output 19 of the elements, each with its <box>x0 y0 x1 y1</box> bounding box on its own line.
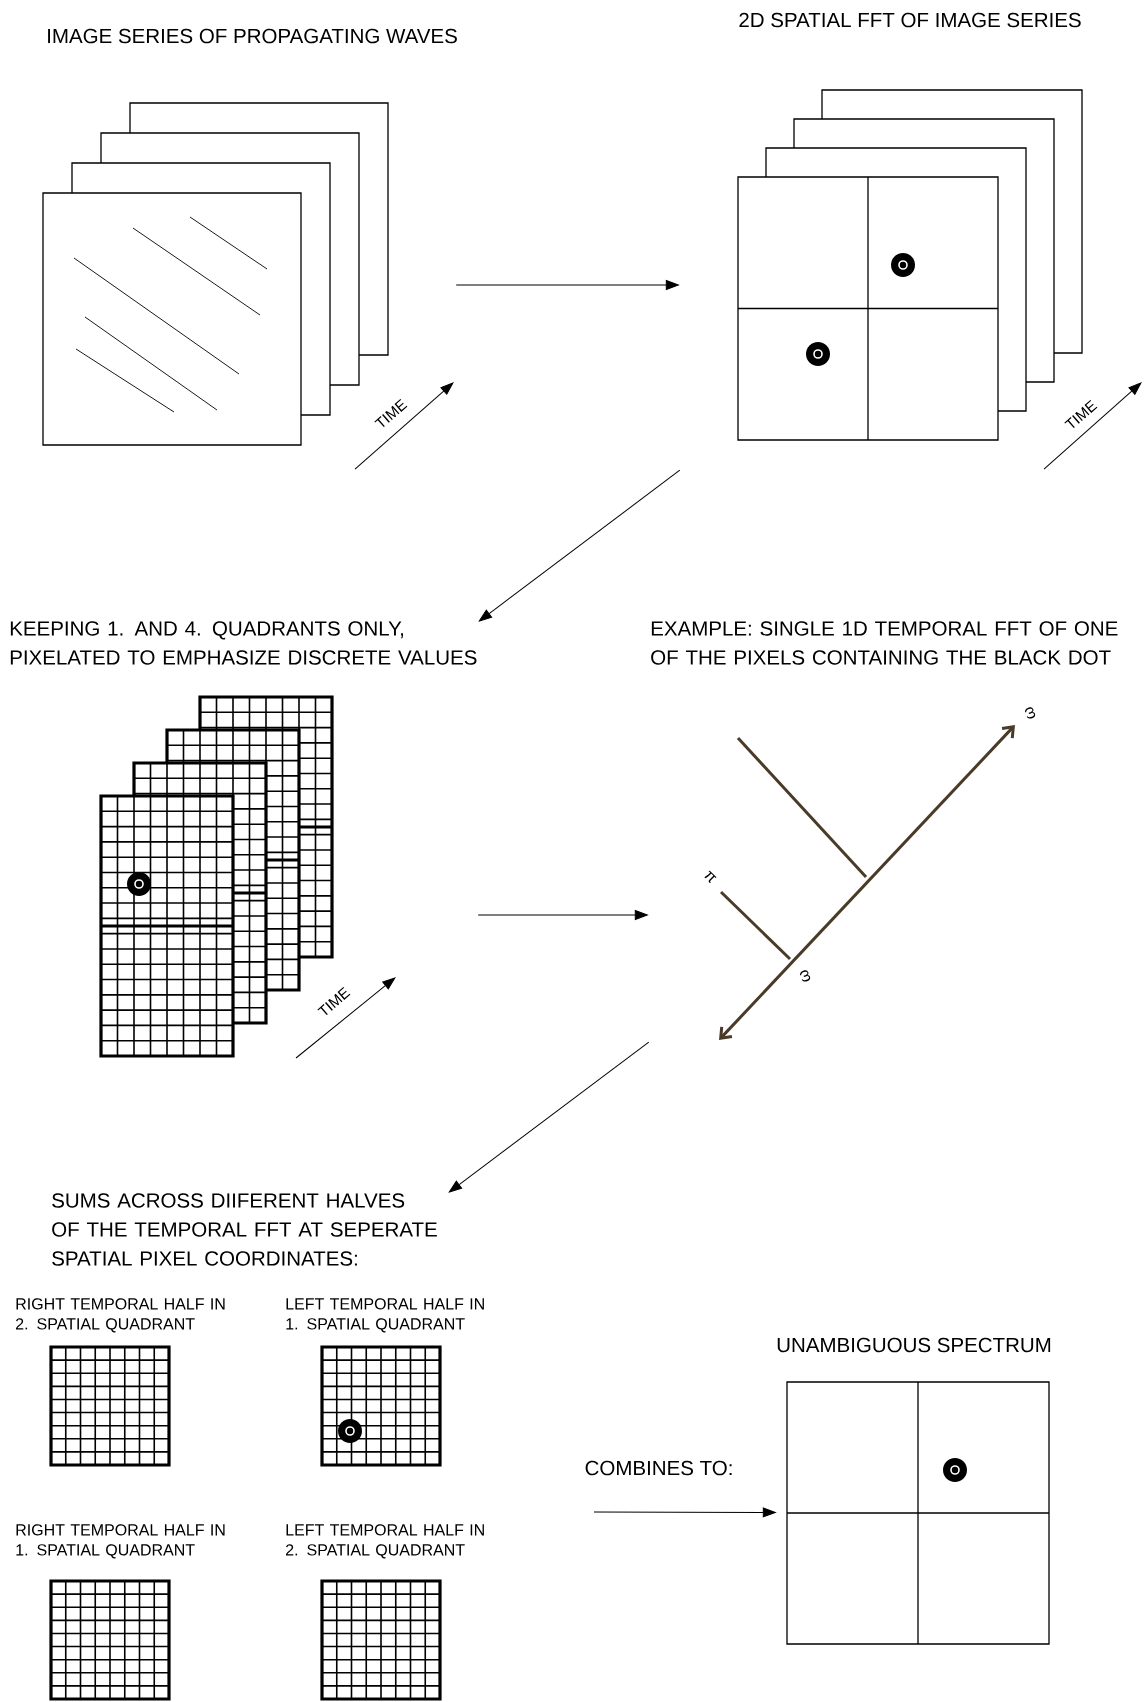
arrow <box>477 910 648 920</box>
heading: RIGHT TEMPORAL HALF IN 2. SPATIAL QUADRANT <box>16 1298 225 1333</box>
heading: KEEPING 1. AND 4. QUADRANTS ONLY, PIXELATED TO EMPHASIZE DISCRETE VALUES <box>10 621 477 665</box>
axis-label: π <box>704 870 717 884</box>
axis-label: ω <box>1025 707 1036 719</box>
heading: 2D SPATIAL FFT OF IMAGE SERIES <box>739 12 1081 28</box>
heading: LEFT TEMPORAL HALF IN 1. SPATIAL QUADRANT <box>286 1298 484 1333</box>
axis-label: ω <box>800 970 811 982</box>
arrow <box>478 469 681 622</box>
heading: SUMS ACROSS DIIFERENT HALVES OF THE TEMPORAL FFT AT SEPERATE SPATIAL PIXEL COORDINATES: <box>52 1193 437 1266</box>
heading: EXAMPLE: SINGLE 1D TEMPORAL FFT OF ONE OF THE PIXELS CONTAINING THE BLACK DOT <box>651 621 1118 665</box>
arrow <box>455 280 679 290</box>
edge-label: COMBINES TO: <box>582 1458 736 1478</box>
heading: IMAGE SERIES OF PROPAGATING WAVES <box>48 28 457 44</box>
heading: RIGHT TEMPORAL HALF IN 1. SPATIAL QUADRANT <box>16 1524 225 1559</box>
arrow <box>593 1507 776 1518</box>
heading: LEFT TEMPORAL HALF IN 2. SPATIAL QUADRANT <box>286 1524 484 1559</box>
heading: UNAMBIGUOUS SPECTRUM <box>777 1337 1051 1353</box>
arrow <box>448 1041 650 1193</box>
